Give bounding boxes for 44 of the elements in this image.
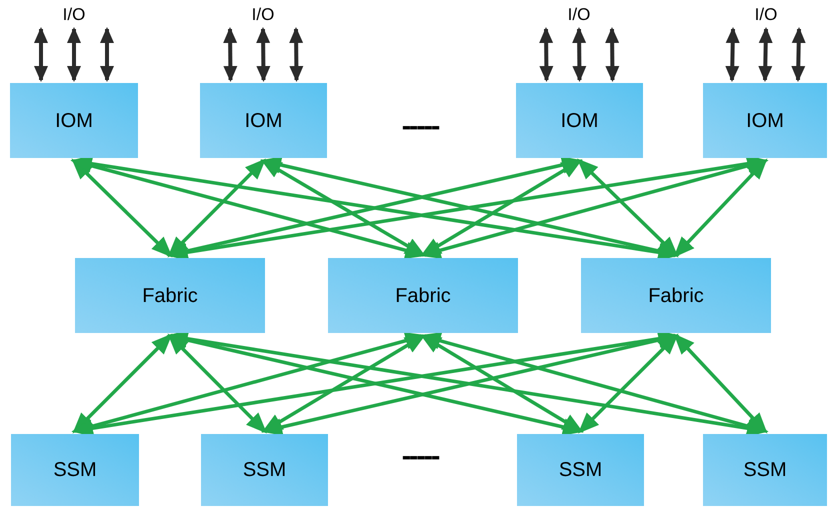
module-box: SSM — [201, 434, 328, 506]
double-arrow — [223, 27, 238, 82]
double-arrow — [577, 158, 678, 258]
double-arrow — [572, 27, 586, 82]
io-label: I/O — [549, 4, 609, 26]
double-arrow — [420, 159, 582, 257]
double-arrow — [605, 27, 620, 82]
double-arrow — [758, 27, 773, 82]
double-arrow — [166, 331, 584, 436]
double-arrow — [420, 334, 584, 433]
io-label: I/O — [233, 4, 293, 26]
double-arrow — [674, 333, 768, 434]
double-arrow — [72, 158, 172, 258]
double-arrow — [168, 158, 266, 258]
double-arrow — [256, 27, 270, 82]
double-arrow — [34, 27, 48, 82]
double-arrow — [260, 156, 680, 260]
double-arrow — [100, 27, 114, 82]
double-arrow — [166, 156, 583, 260]
double-arrow — [67, 27, 81, 82]
module-box: IOM — [516, 83, 643, 158]
double-arrow — [168, 334, 267, 434]
module-box: IOM — [10, 83, 138, 158]
io-label: I/O — [44, 4, 104, 26]
double-arrow — [261, 331, 680, 436]
module-box: SSM — [703, 434, 827, 506]
ellipsis: ----- — [400, 112, 440, 140]
module-box: IOM — [703, 83, 827, 158]
double-arrow — [791, 27, 806, 82]
module-box: Fabric — [75, 258, 265, 333]
double-arrow — [289, 27, 304, 82]
module-box: Fabric — [581, 258, 771, 333]
module-box: SSM — [517, 434, 644, 506]
double-arrow — [539, 27, 554, 82]
double-arrow — [262, 334, 426, 433]
module-box: IOM — [200, 83, 327, 158]
double-arrow — [72, 334, 172, 434]
double-arrow — [674, 158, 768, 258]
double-arrow — [725, 27, 740, 82]
double-arrow — [578, 334, 678, 434]
ellipsis: ----- — [400, 442, 440, 470]
module-box: SSM — [11, 434, 139, 506]
module-box: Fabric — [328, 258, 518, 333]
io-label: I/O — [736, 4, 796, 26]
